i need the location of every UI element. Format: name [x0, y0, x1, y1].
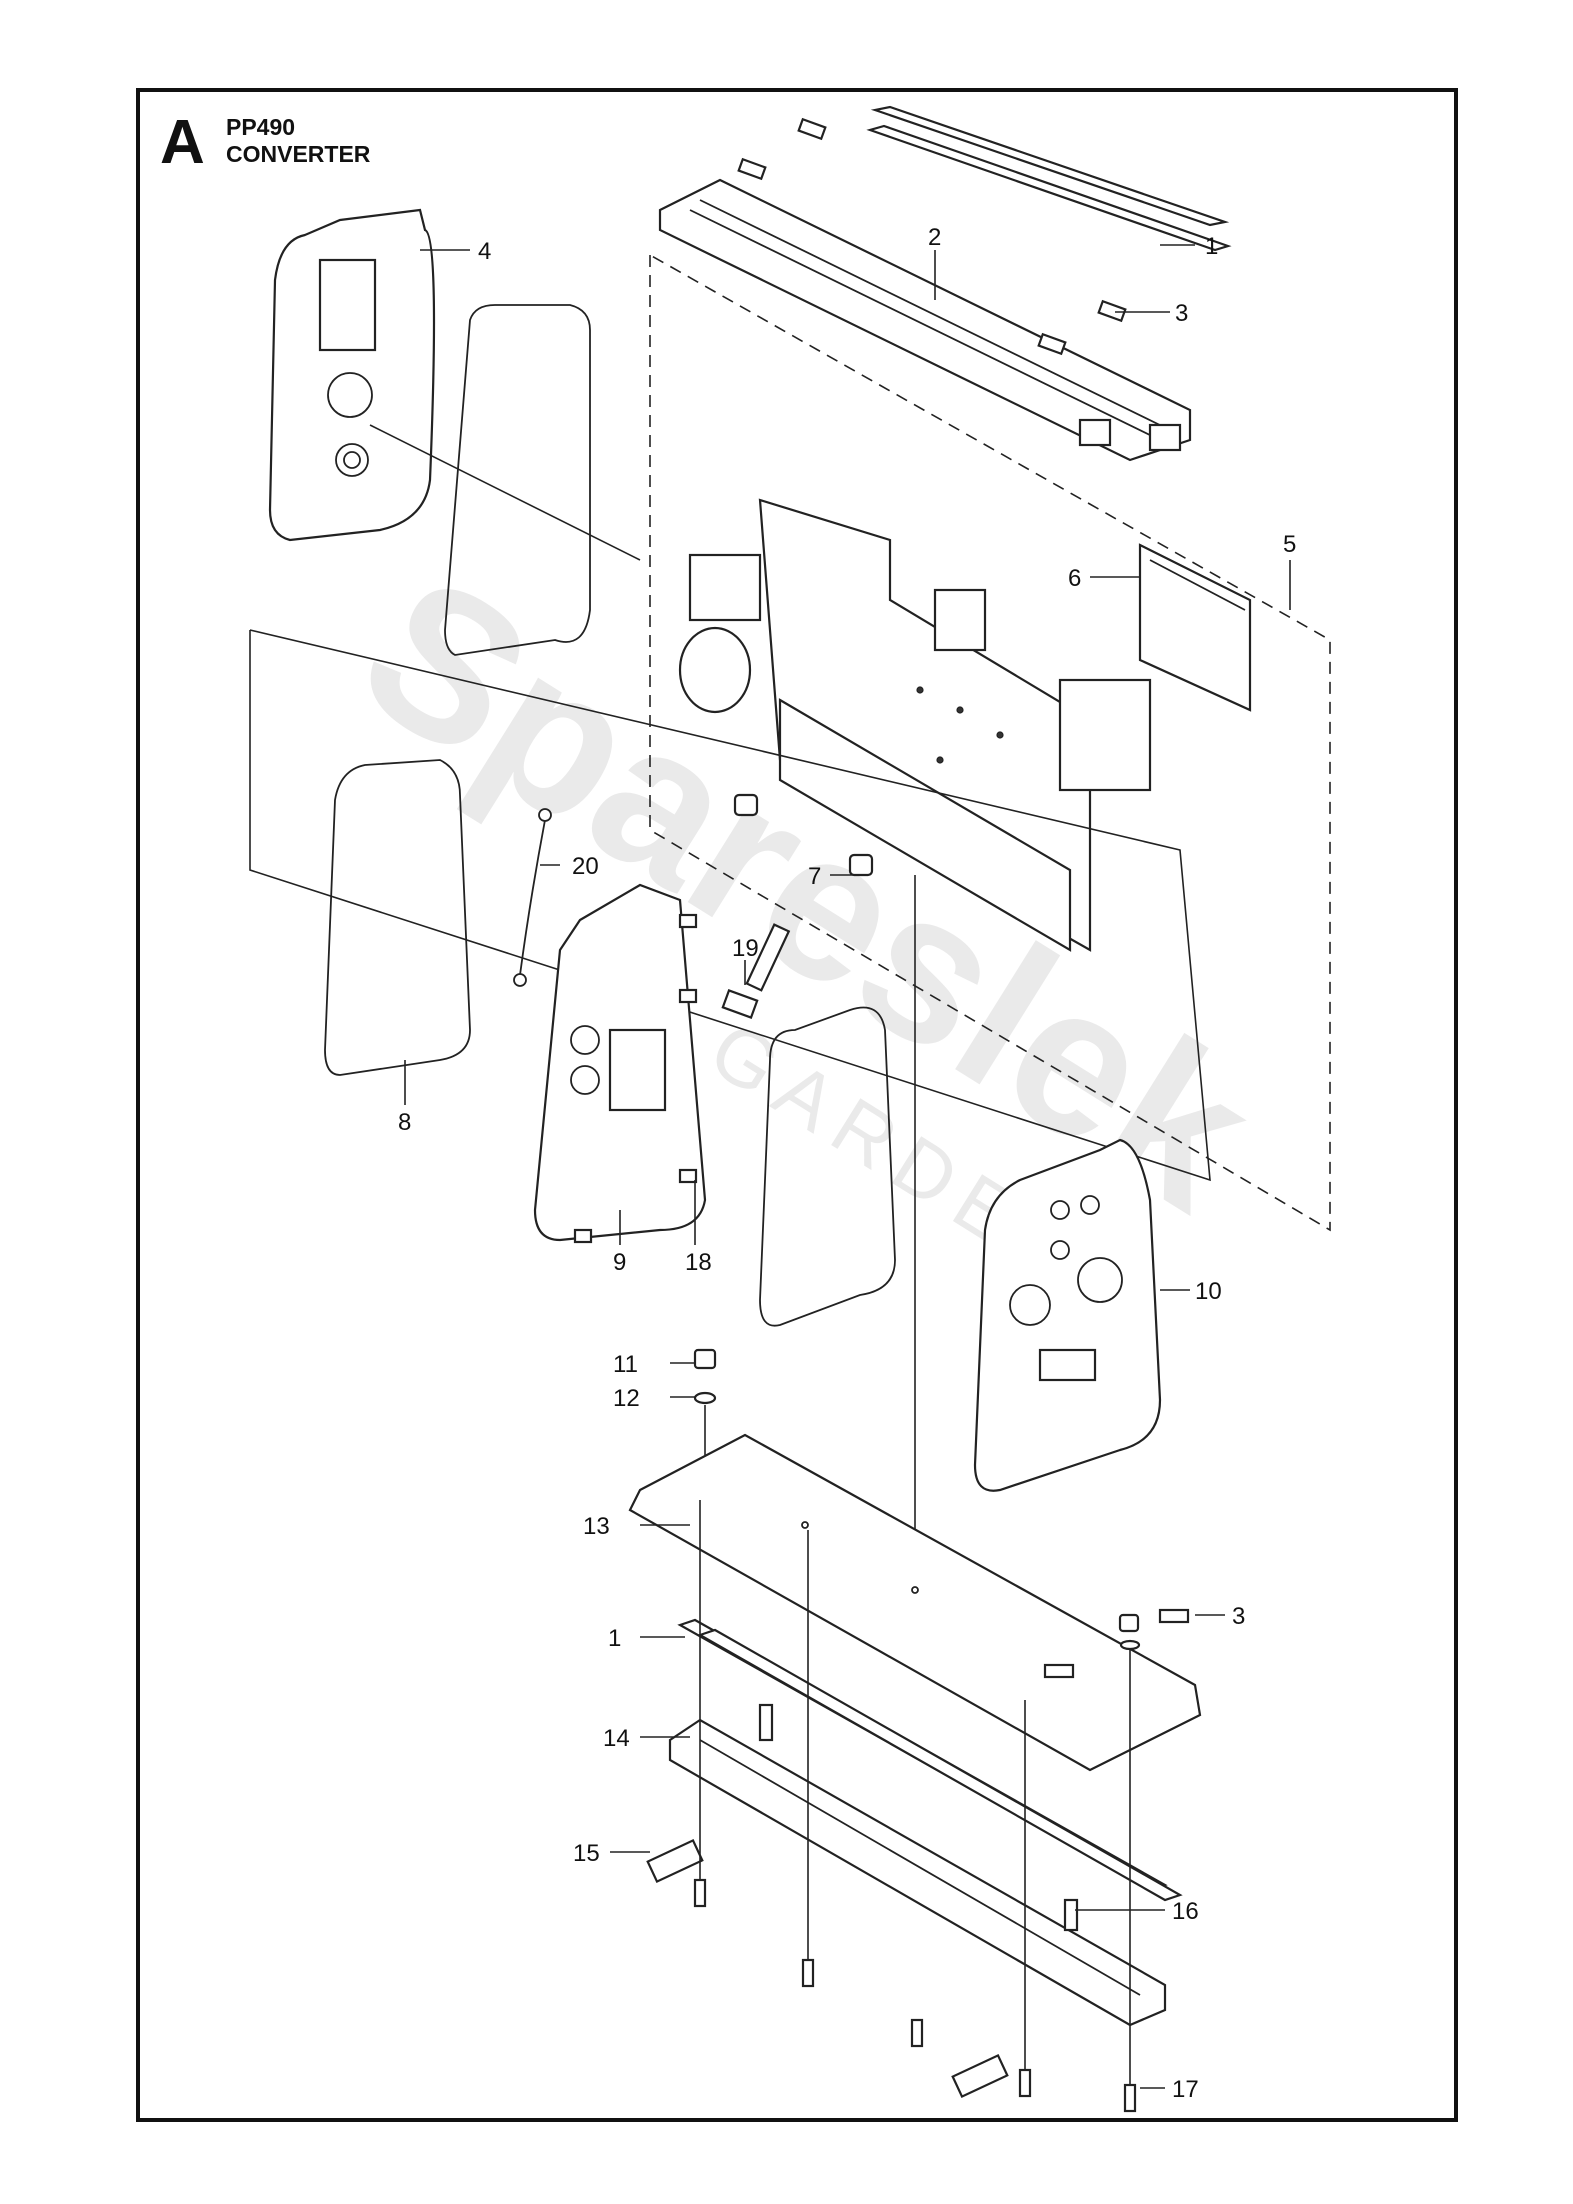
- section-letter: A: [160, 108, 205, 177]
- callout-16: 16: [1172, 1898, 1199, 1925]
- callout-17: 17: [1172, 2076, 1199, 2103]
- callout-6: 6: [1068, 565, 1081, 592]
- callout-7: 7: [808, 863, 821, 890]
- callout-14: 14: [603, 1725, 630, 1752]
- mid-panel: [533, 883, 707, 1242]
- assembly-title: CONVERTER: [226, 141, 371, 167]
- page-frame: [136, 88, 1458, 2122]
- rear-panel: [973, 1138, 1162, 1492]
- base-plate: [628, 1433, 1202, 1772]
- screws-mid: [573, 913, 698, 1244]
- callout-11: 11: [613, 1351, 638, 1378]
- callout-10: 10: [1195, 1278, 1222, 1305]
- callout-4: 4: [478, 238, 491, 265]
- leader-lines: [404, 244, 1291, 2089]
- callout-5: 5: [1283, 531, 1296, 558]
- inner-frame-dashed: [649, 254, 1331, 1232]
- gasket-upper: [444, 304, 591, 656]
- callout-8: 8: [398, 1109, 411, 1136]
- circuit-board: [1138, 543, 1252, 712]
- converter-unit: [678, 498, 1152, 952]
- callout-15: 15: [573, 1840, 600, 1867]
- gasket: [324, 759, 471, 1076]
- pins-bolts: [646, 1500, 1137, 2113]
- front-panel: [268, 208, 436, 542]
- foot: [733, 793, 874, 877]
- callout-2: 2: [928, 224, 941, 251]
- callout-9: 9: [613, 1249, 626, 1276]
- nut-washer: [693, 1348, 717, 1455]
- callout-labels: 1 2 3 4 5 6 7 8 9 10 11 12 13 14 15 16 1…: [398, 224, 1296, 2103]
- screw-top: [737, 117, 1127, 356]
- callout-13: 13: [583, 1513, 610, 1540]
- callout-3-top: 3: [1175, 300, 1188, 327]
- ground-cable: [513, 808, 552, 987]
- bottom-strip: [677, 1618, 1183, 1902]
- connector: [721, 923, 791, 1019]
- gasket-mid: [759, 1006, 896, 1327]
- callout-20: 20: [572, 853, 599, 880]
- callout-19: 19: [732, 935, 759, 962]
- callout-18: 18: [685, 1249, 712, 1276]
- callout-12: 12: [613, 1385, 640, 1412]
- callout-3-bottom: 3: [1232, 1603, 1245, 1630]
- model-title: PP490: [226, 114, 296, 140]
- callout-1-top: 1: [1205, 233, 1218, 260]
- top-strip: [866, 105, 1232, 252]
- callout-1-bottom: 1: [608, 1625, 621, 1652]
- top-rail: [658, 178, 1192, 462]
- alignment-lines: [249, 424, 1211, 1590]
